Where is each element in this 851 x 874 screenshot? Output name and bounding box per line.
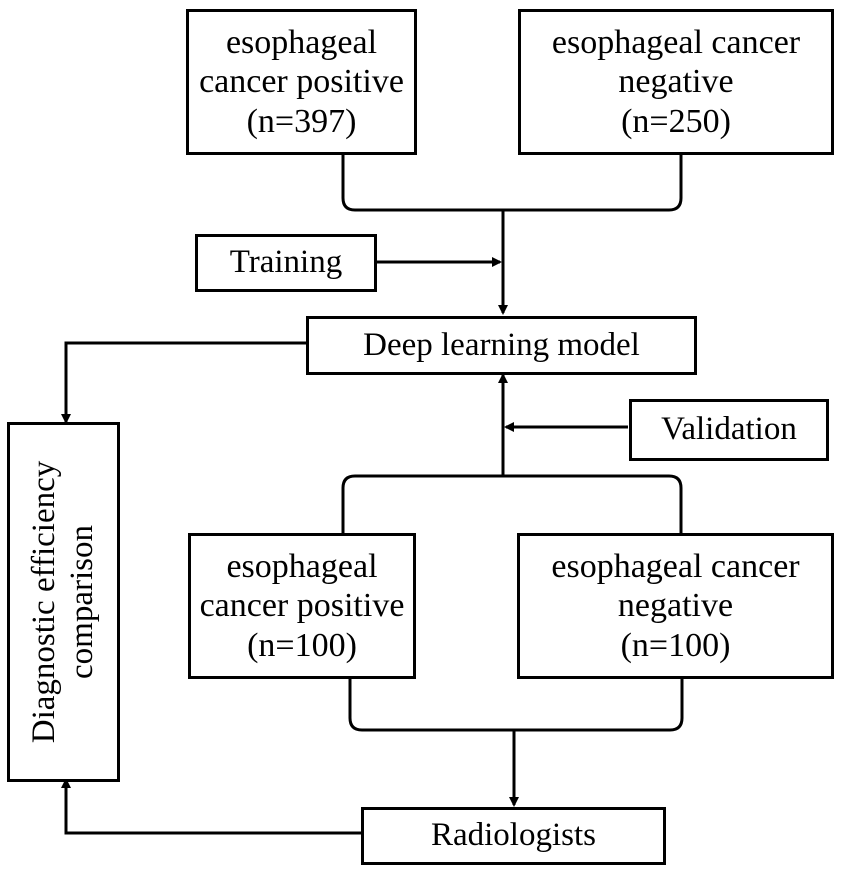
model-label: Deep learning model xyxy=(363,326,640,363)
training-label: Training xyxy=(229,244,343,281)
comparison-line2: comparison xyxy=(63,525,100,679)
train-negative-count: (n=250) xyxy=(621,102,731,140)
model-box: Deep learning model xyxy=(306,316,697,375)
train-negative-line2: negative xyxy=(618,63,734,101)
comparison-box: Diagnostic efficiency comparison xyxy=(7,422,120,782)
validation-results-bracket xyxy=(348,677,684,732)
comparison-text: Diagnostic efficiency comparison xyxy=(26,461,102,744)
train-positive-box: esophageal cancer positive (n=397) xyxy=(186,9,417,155)
train-negative-line1: esophageal cancer xyxy=(551,24,801,62)
training-box: Training xyxy=(195,234,377,292)
comparison-line1: Diagnostic efficiency xyxy=(25,460,62,744)
train-negative-box: esophageal cancer negative (n=250) xyxy=(518,9,834,155)
train-positive-line1: esophageal xyxy=(225,24,378,62)
training-merge-bracket xyxy=(341,153,683,212)
train-positive-count: (n=397) xyxy=(246,102,357,140)
val-negative-box: esophageal cancer negative (n=100) xyxy=(517,533,834,679)
validation-split-bracket xyxy=(341,474,683,535)
val-positive-box: esophageal cancer positive (n=100) xyxy=(188,533,416,679)
radiologists-to-comparison-arrow xyxy=(61,778,363,835)
val-negative-count: (n=100) xyxy=(620,626,731,664)
radiologists-label: Radiologists xyxy=(430,817,597,854)
val-positive-line1: esophageal xyxy=(226,548,378,586)
model-to-comparison-arrow xyxy=(61,341,308,424)
val-positive-line2: cancer positive xyxy=(199,587,405,625)
val-negative-line1: esophageal cancer xyxy=(551,548,800,586)
val-negative-line2: negative xyxy=(617,587,734,625)
train-positive-line2: cancer positive xyxy=(199,63,404,101)
validation-box: Validation xyxy=(629,399,829,461)
val-positive-count: (n=100) xyxy=(247,626,357,664)
radiologists-box: Radiologists xyxy=(361,807,666,865)
validation-label: Validation xyxy=(661,411,797,448)
